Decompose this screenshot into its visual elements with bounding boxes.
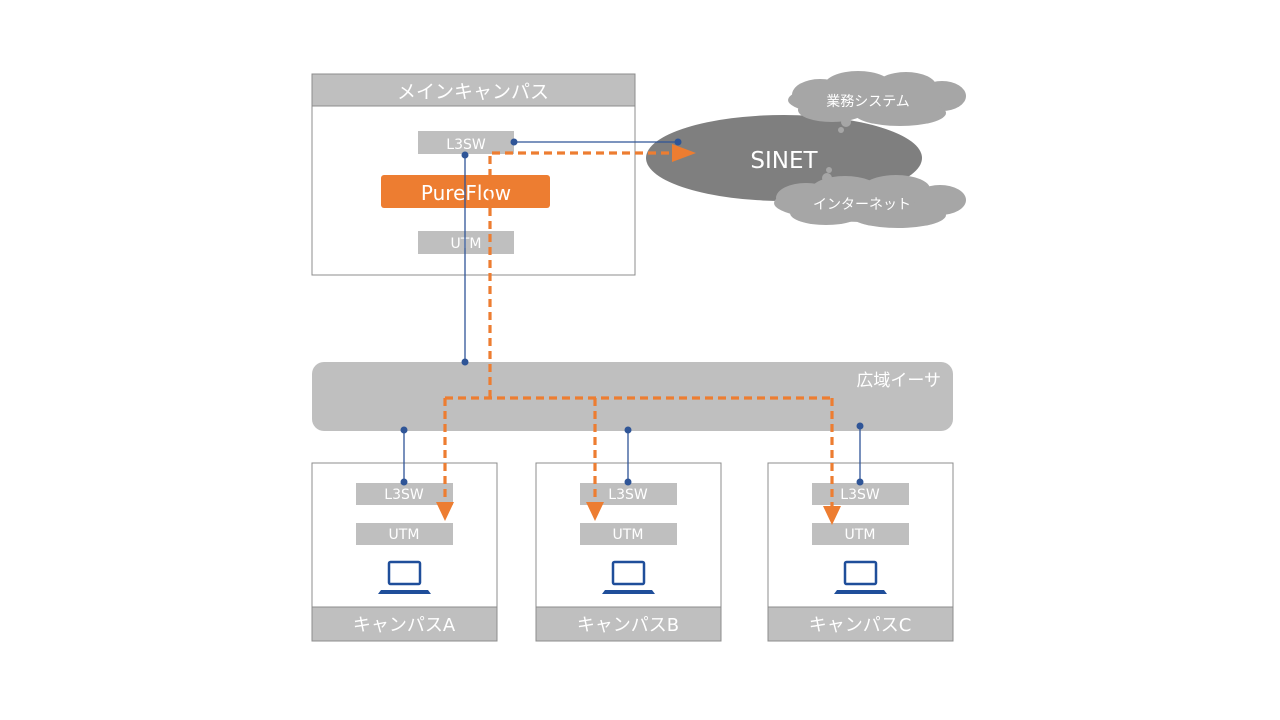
campus-utm-label: UTM	[389, 527, 420, 543]
campus-a: L3SW UTM キャンパスA	[311, 462, 498, 642]
campus-utm-box	[356, 523, 453, 545]
campus-name-bar	[535, 606, 722, 642]
traffic-flow	[443, 151, 834, 507]
campus-c: L3SW UTM キャンパスC	[767, 462, 954, 642]
internet-cloud	[774, 167, 966, 228]
campus-utm-label: UTM	[845, 527, 876, 543]
campus-l3sw-label: L3SW	[608, 487, 648, 503]
laptop-icon	[602, 560, 655, 594]
campus-name: キャンパスA	[353, 615, 456, 636]
main-l3sw-label: L3SW	[446, 137, 486, 153]
main-utm-label: UTM	[451, 236, 482, 252]
laptop-icon	[378, 560, 431, 594]
main-l3sw-box	[418, 131, 514, 154]
campus-name: キャンパスB	[577, 615, 679, 636]
campus-l3sw-box	[812, 483, 909, 505]
campus-l3sw-box	[356, 483, 453, 505]
main-campus-title: メインキャンパス	[397, 81, 549, 103]
arrowhead-campus-a	[436, 502, 454, 521]
business-systems-label: 業務システム	[826, 94, 910, 110]
flow-to-sinet	[488, 151, 672, 398]
pureflow-label: PureFlow	[421, 181, 511, 205]
campus-name: キャンパスC	[809, 615, 912, 636]
business-cloud	[788, 71, 966, 133]
cloud-icon: SINET 業務システム インターネット	[646, 71, 966, 228]
arrowhead-campus-c	[823, 506, 841, 525]
campus-l3sw-box	[580, 483, 677, 505]
laptop-icon	[834, 560, 887, 594]
campus-l3sw-label: L3SW	[840, 487, 880, 503]
campus-utm-label: UTM	[613, 527, 644, 543]
campus-name-bar	[767, 606, 954, 642]
campus-name-bar	[311, 606, 498, 642]
link-dots	[400, 138, 864, 486]
campus-l3sw-label: L3SW	[384, 487, 424, 503]
physical-links	[403, 141, 861, 483]
campus-utm-box	[580, 523, 677, 545]
wan-label: 広域イーサ	[856, 371, 941, 391]
main-campus: メインキャンパス L3SW PureFlow UTM	[311, 73, 636, 276]
arrowhead-sinet	[672, 144, 696, 162]
campus-utm-box	[812, 523, 909, 545]
flow-arrowheads	[436, 144, 841, 525]
campus-b: L3SW UTM キャンパスB	[535, 462, 722, 642]
sinet-label: SINET	[750, 148, 818, 174]
main-campus-header	[311, 73, 636, 107]
internet-label: インターネット	[813, 197, 911, 213]
arrowhead-campus-b	[586, 502, 604, 521]
